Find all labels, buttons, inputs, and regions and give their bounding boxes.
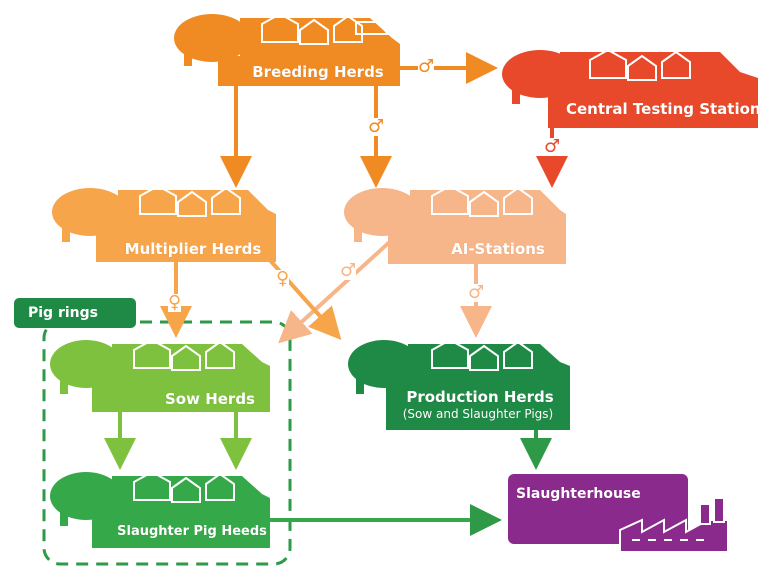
multiplier-herds-label: Multiplier Herds [124, 240, 262, 258]
slaughter-pig-label: Slaughter Pig Heeds [117, 524, 267, 539]
production-herds-label: Production Herds [406, 388, 554, 406]
male-symbol-breeding-central: ♂ [418, 56, 435, 77]
ai-pig-icon [344, 188, 420, 236]
male-symbol-breeding-ai: ♂ [368, 116, 385, 137]
breeding-barn-shape [218, 18, 400, 86]
sow-herds-node [50, 338, 270, 412]
multiplier-herds-node [52, 184, 276, 262]
central-testing-node [502, 48, 758, 128]
central-pig-icon [502, 50, 578, 98]
sow-herds-label: Sow Herds [165, 390, 255, 408]
breeding-herds-node [174, 12, 400, 86]
production-pig-icon [348, 340, 420, 388]
slaughter-pig-node [50, 470, 270, 548]
central-testing-label: Central Testing Station [566, 100, 761, 118]
arrow-ai-to-sow [278, 236, 396, 344]
male-symbol-central: ♂ [544, 136, 561, 157]
female-symbol-multiplier-sow: ♀ [168, 292, 182, 313]
breeding-herds-label: Breeding Herds [252, 63, 384, 81]
production-herds-sublabel: (Sow and Slaughter Pigs) [402, 407, 554, 421]
female-symbol-multiplier-production: ♀ [276, 268, 290, 289]
male-symbol-ai-sow: ♂ [340, 260, 357, 281]
slaughterhouse-node [508, 474, 729, 553]
multiplier-pig-icon [52, 188, 128, 236]
factory-icon [619, 497, 729, 553]
production-herds-node [348, 338, 570, 430]
male-symbol-ai-production: ♂ [468, 282, 485, 303]
slaughterhouse-label: Slaughterhouse [516, 486, 641, 502]
pig-rings-label: Pig rings [14, 298, 136, 328]
ai-stations-label: AI-Stations [451, 240, 545, 258]
ai-stations-node [344, 184, 566, 264]
